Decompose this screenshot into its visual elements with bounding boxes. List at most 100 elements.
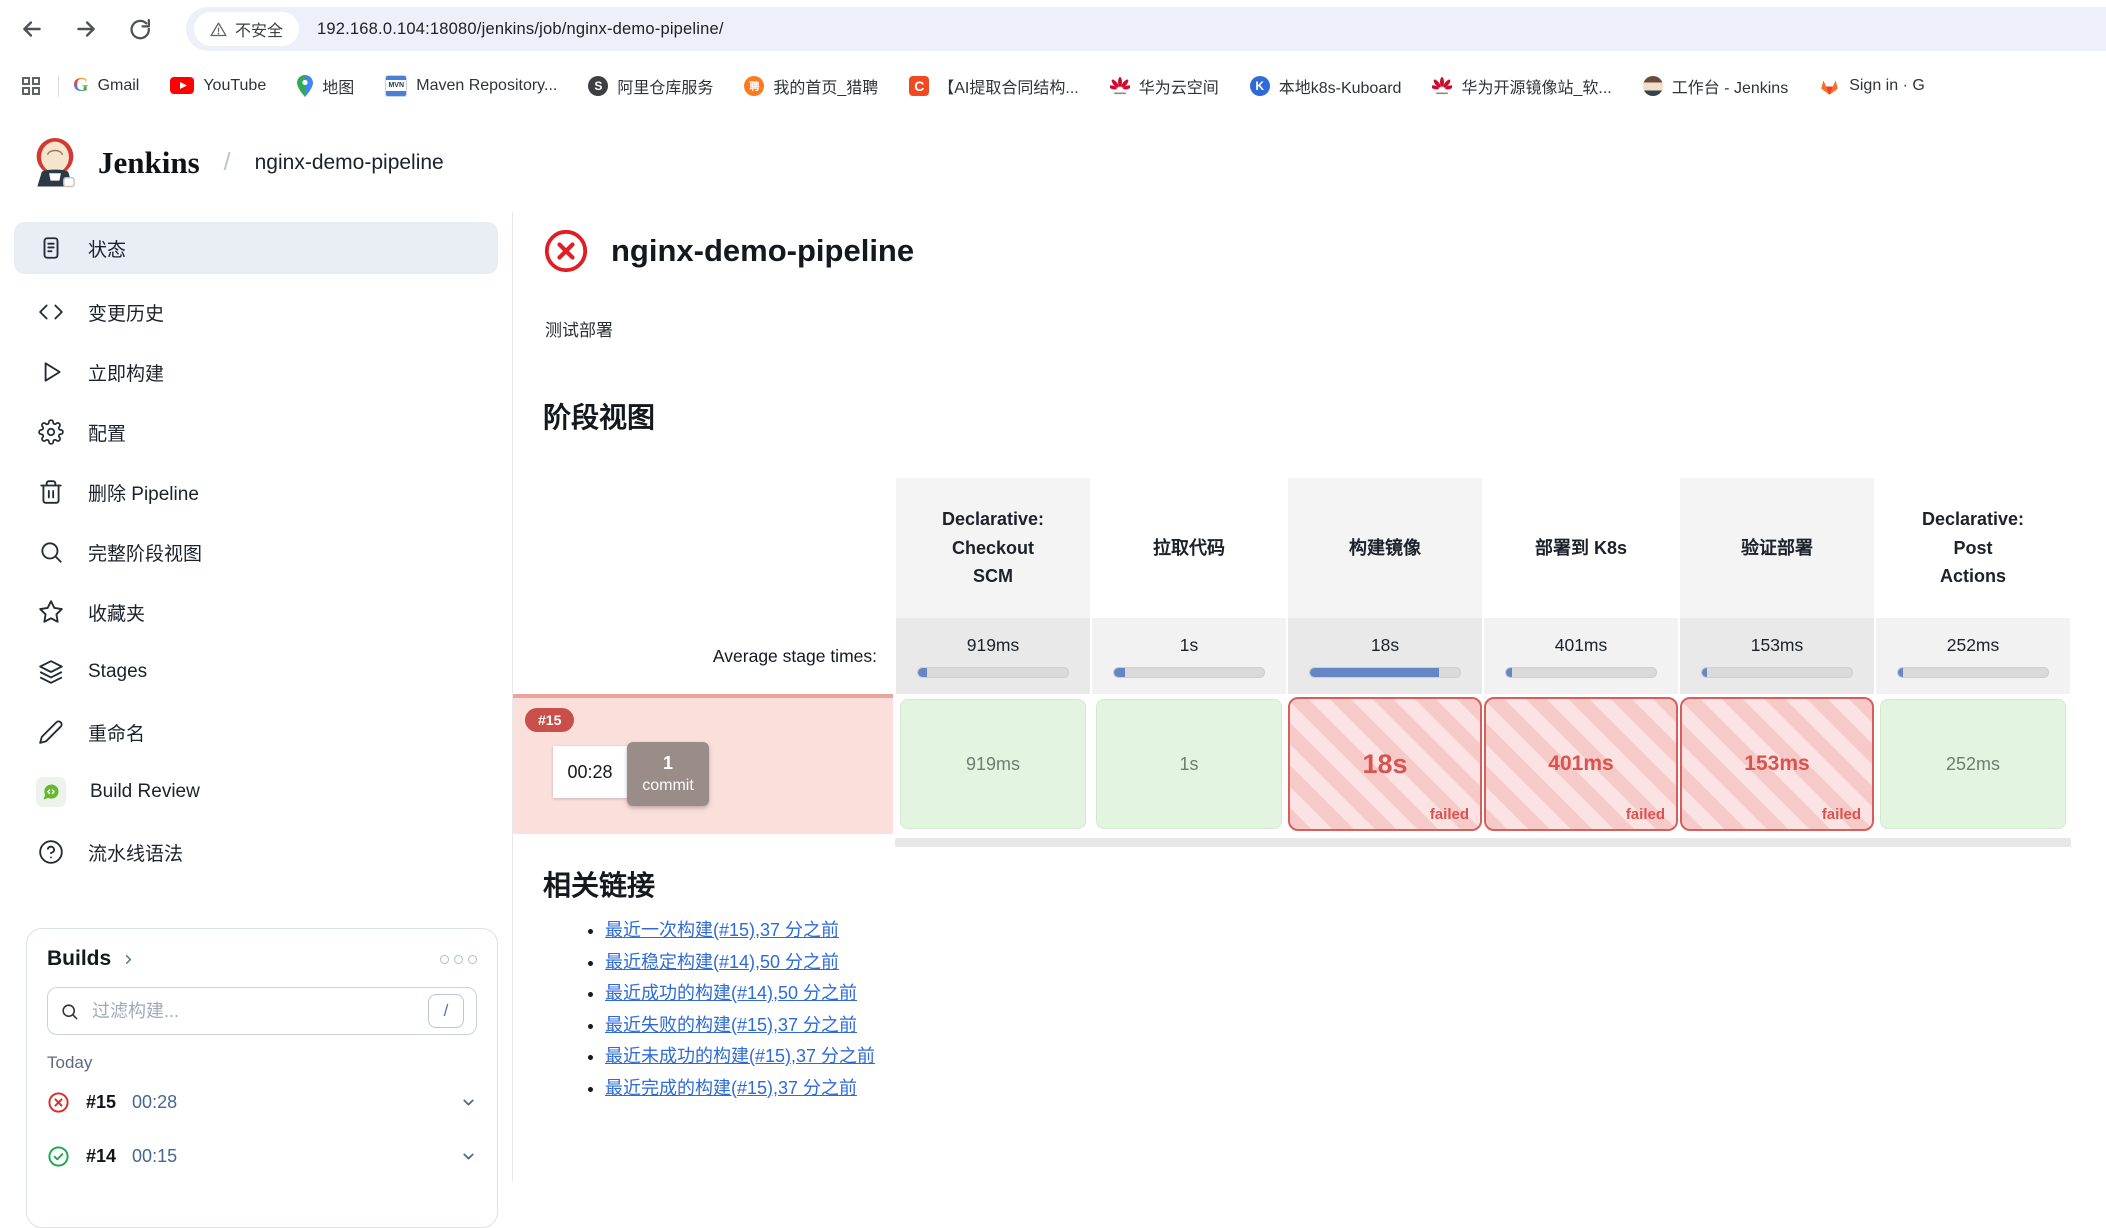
duration-bar [1113, 666, 1265, 678]
stage-failed-box[interactable]: 401ms failed [1484, 697, 1678, 831]
build-time: 00:15 [132, 1145, 178, 1166]
sidebar-item-full-stage-view[interactable]: 完整阶段视图 [14, 522, 498, 582]
chevron-down-icon[interactable] [460, 1148, 477, 1165]
star-icon [39, 600, 63, 623]
bookmark-label: 华为开源镜像站_软... [1461, 79, 1612, 97]
stage-header-spacer [513, 478, 895, 618]
duration-bar [1505, 666, 1657, 678]
bookmark-ai-contract[interactable]: C 【AI提取合同结构... [909, 74, 1079, 98]
related-link[interactable]: 最近失败的构建(#15),37 分之前 [605, 1014, 858, 1035]
bookmark-maps[interactable]: 地图 [297, 74, 354, 98]
stage-result-cell[interactable]: 919ms [895, 694, 1091, 834]
breadcrumb-separator: / [223, 148, 231, 176]
browser-toolbar: 不安全 192.168.0.104:18080/jenkins/job/ngin… [0, 0, 2106, 58]
bookmark-maven[interactable]: MVN Maven Repository... [385, 74, 557, 97]
aliyun-repo-icon: S [588, 75, 609, 96]
stage-success-box[interactable]: 252ms [1880, 699, 2066, 829]
build-id[interactable]: #15 [86, 1091, 117, 1112]
sidebar-item-label: 删除 Pipeline [88, 483, 199, 505]
sidebar-nav: 状态 变更历史 立即构建 配置 删除 Pipeline 完整阶段视图 收藏夹 [0, 212, 512, 882]
main-content: nginx-demo-pipeline 测试部署 阶段视图 Declarativ… [513, 212, 2106, 1182]
stage-result-cell[interactable]: 18s failed [1287, 694, 1483, 834]
shortcut-key-badge: / [428, 994, 464, 1028]
stage-result-cell[interactable]: 401ms failed [1483, 694, 1679, 834]
maps-pin-icon [297, 74, 314, 97]
builds-overflow-menu-icon[interactable] [440, 954, 477, 964]
url-text[interactable]: 192.168.0.104:18080/jenkins/job/nginx-de… [317, 19, 724, 38]
stage-column-header: Declarative: Checkout SCM [896, 478, 1090, 618]
sidebar-item-pipeline-syntax[interactable]: 流水线语法 [14, 822, 498, 882]
sidebar-item-build-review[interactable]: Build Review [14, 762, 498, 822]
jenkins-brand-name[interactable]: Jenkins [98, 144, 200, 180]
related-link[interactable]: 最近未成功的构建(#15),37 分之前 [605, 1046, 876, 1066]
warning-icon [210, 21, 227, 36]
sidebar-item-favorites[interactable]: 收藏夹 [14, 582, 498, 642]
builds-panel: Builds / Today #15 00:28 #14 00:15 [26, 928, 498, 1228]
build-info-cell[interactable]: #15 00:28 1 commit [513, 694, 893, 834]
bookmark-label: Gmail [97, 76, 140, 94]
bookmark-youtube[interactable]: YouTube [170, 77, 266, 95]
bookmark-label: 工作台 - Jenkins [1671, 79, 1789, 97]
bookmark-gitlab-signin[interactable]: Sign in · G [1819, 76, 1925, 96]
average-stage-times-label: Average stage times: [513, 618, 895, 694]
apps-grid-icon[interactable] [14, 69, 48, 103]
stage-success-box[interactable]: 919ms [900, 699, 1086, 829]
related-link[interactable]: 最近稳定构建(#14),50 分之前 [605, 951, 840, 972]
build-row-15[interactable]: #15 00:28 [47, 1077, 477, 1127]
breadcrumb[interactable]: nginx-demo-pipeline [254, 150, 444, 174]
list-item: 最近稳定构建(#14),50 分之前 [605, 948, 875, 980]
build-filter-input[interactable] [90, 999, 417, 1023]
stage-failed-box[interactable]: 153ms failed [1680, 697, 1874, 831]
back-icon[interactable] [12, 9, 52, 49]
bookmark-aliyun-repo[interactable]: S 阿里仓库服务 [588, 74, 713, 98]
duration-bar [1897, 666, 2049, 678]
chevron-right-icon[interactable] [121, 952, 136, 967]
bookmark-label: 本地k8s-Kuboard [1278, 79, 1402, 97]
stage-view-heading: 阶段视图 [543, 402, 656, 433]
stage-failed-box[interactable]: 18s failed [1288, 697, 1482, 831]
stage-result-cell[interactable]: 153ms failed [1679, 694, 1875, 834]
jenkins-brand[interactable]: Jenkins [30, 136, 200, 190]
stage-result-cell[interactable]: 1s [1091, 694, 1287, 834]
sidebar-item-configure[interactable]: 配置 [14, 402, 498, 462]
sidebar-item-label: 流水线语法 [88, 843, 184, 865]
duration-bar [1309, 666, 1461, 678]
sidebar-item-delete-pipeline[interactable]: 删除 Pipeline [14, 462, 498, 522]
trash-icon [40, 480, 62, 504]
sidebar-item-status[interactable]: 状态 [14, 222, 498, 274]
related-link[interactable]: 最近成功的构建(#14),50 分之前 [605, 983, 858, 1003]
bookmark-gmail[interactable]: G Gmail [73, 74, 139, 97]
layers-icon [39, 660, 63, 684]
builds-group-label: Today [47, 1053, 93, 1072]
sidebar-item-rename[interactable]: 重命名 [14, 702, 498, 762]
security-chip[interactable]: 不安全 [194, 12, 300, 46]
chevron-down-icon[interactable] [460, 1094, 477, 1111]
sidebar-item-build-now[interactable]: 立即构建 [14, 342, 498, 402]
url-bar[interactable]: 不安全 192.168.0.104:18080/jenkins/job/ngin… [186, 7, 2106, 51]
builds-title[interactable]: Builds [47, 947, 112, 970]
sidebar-item-label: 状态 [88, 239, 127, 261]
build-row-14[interactable]: #14 00:15 [47, 1131, 477, 1181]
reload-icon[interactable] [120, 9, 160, 49]
bookmark-liepin[interactable]: 聘 我的首页_猎聘 [744, 74, 878, 98]
build-number-badge[interactable]: #15 [525, 708, 575, 732]
sidebar-item-stages[interactable]: Stages [14, 642, 498, 702]
horizontal-scrollbar[interactable] [895, 838, 2071, 847]
bookmark-kuboard[interactable]: K 本地k8s-Kuboard [1249, 74, 1402, 98]
bookmark-jenkins-workbench[interactable]: 工作台 - Jenkins [1642, 74, 1789, 98]
related-link[interactable]: 最近一次构建(#15),37 分之前 [605, 920, 840, 940]
forward-icon[interactable] [66, 9, 106, 49]
sidebar-item-changes[interactable]: 变更历史 [14, 282, 498, 342]
build-id[interactable]: #14 [86, 1145, 117, 1166]
stage-result-cell[interactable]: 252ms [1875, 694, 2071, 834]
commit-count-box[interactable]: 1 commit [627, 742, 709, 806]
list-item: 最近成功的构建(#14),50 分之前 [605, 979, 875, 1011]
sidebar-item-label: 重命名 [88, 723, 146, 745]
stage-column-header: Declarative: Post Actions [1876, 478, 2070, 618]
duration-bar [917, 666, 1069, 678]
stage-success-box[interactable]: 1s [1096, 699, 1282, 829]
bookmark-huawei-cloud[interactable]: 华为云空间 [1109, 74, 1219, 98]
related-link[interactable]: 最近完成的构建(#15),37 分之前 [605, 1077, 858, 1098]
bookmark-huawei-mirror[interactable]: 华为开源镜像站_软... [1432, 74, 1612, 98]
jenkins-butler-icon [1642, 75, 1663, 96]
